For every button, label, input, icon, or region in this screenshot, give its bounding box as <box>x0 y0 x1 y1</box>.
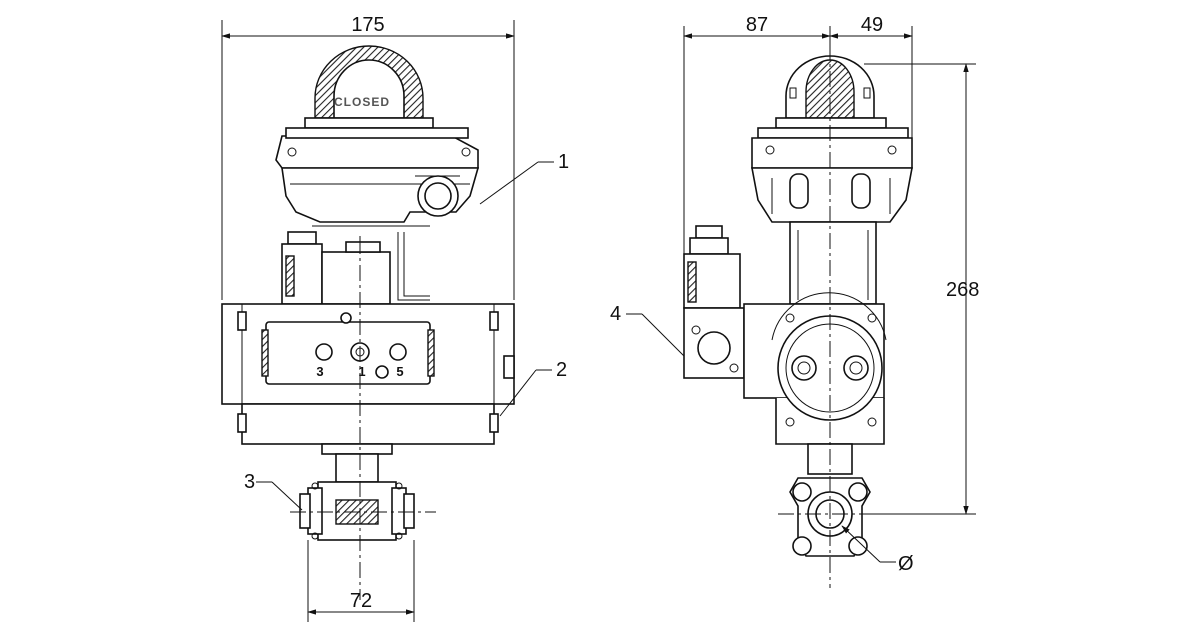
front-view: 175 CLOSED 1 <box>221 14 569 622</box>
callout-4: 4 <box>610 303 621 325</box>
ball-valve <box>299 481 415 541</box>
callout-1: 1 <box>558 151 569 173</box>
port-label-5: 5 <box>396 364 403 379</box>
limit-switch-box <box>275 127 480 223</box>
dimension-268: 268 <box>946 279 979 301</box>
dome-label: CLOSED <box>334 95 390 109</box>
dimension-175: 175 <box>351 14 384 36</box>
side-actuator <box>743 292 887 445</box>
side-solenoid <box>683 225 745 379</box>
callout-2: 2 <box>556 359 567 381</box>
dimension-72: 72 <box>350 590 372 612</box>
port-label-1: 1 <box>358 364 365 379</box>
bore-diameter-symbol: Ø <box>898 553 914 575</box>
dimension-87: 87 <box>746 14 768 36</box>
side-indicator-dome <box>775 55 887 129</box>
pneumatic-actuator: 3 1 5 <box>221 303 515 445</box>
solenoid-valve <box>281 225 430 305</box>
side-view: 87 49 268 <box>610 14 979 588</box>
callout-3: 3 <box>244 471 255 493</box>
position-indicator-dome: CLOSED <box>304 45 434 129</box>
dimension-49: 49 <box>861 14 883 36</box>
port-label-3: 3 <box>316 364 323 379</box>
side-switch-box <box>751 127 913 223</box>
